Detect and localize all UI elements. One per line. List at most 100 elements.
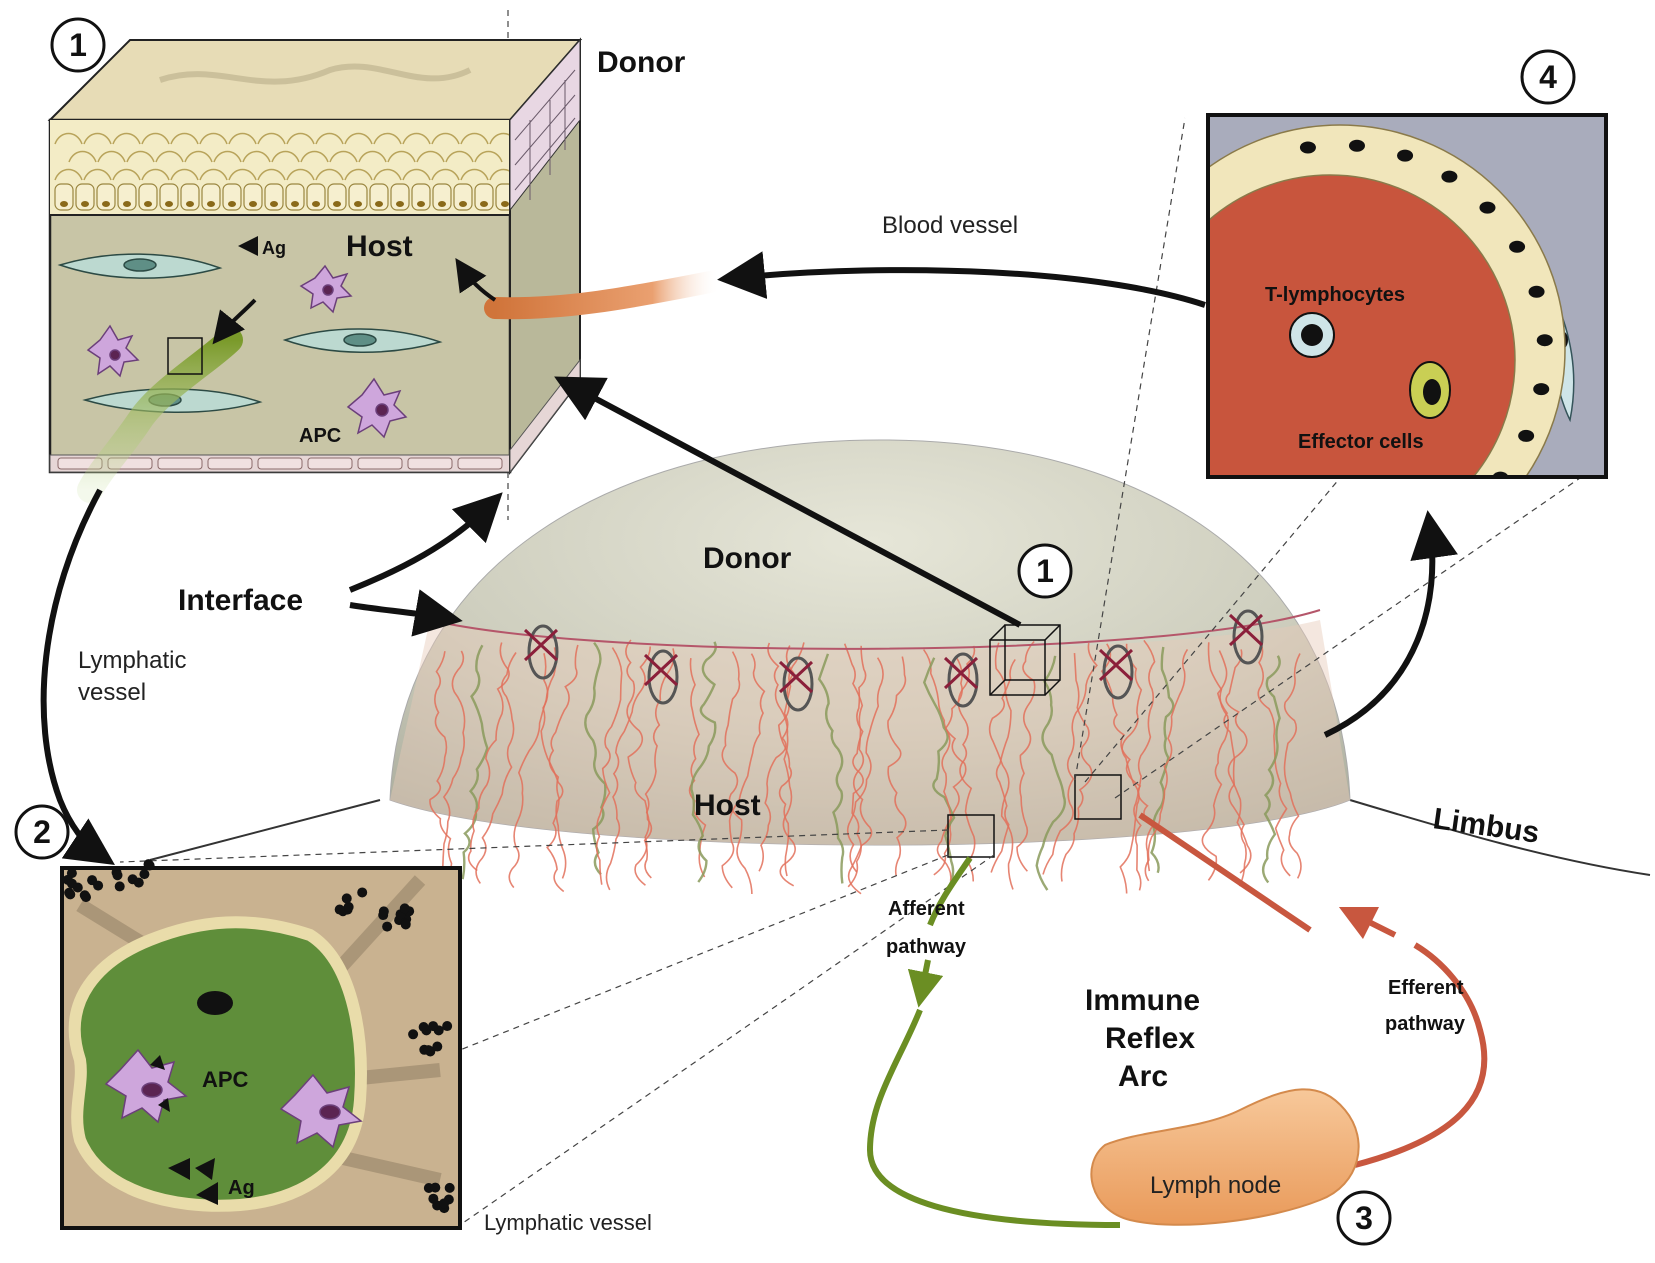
panel4-endothelial-nuclei <box>1299 139 1553 477</box>
endothelial-nucleus <box>1348 139 1365 152</box>
blood-vessel <box>634 648 675 886</box>
epithelial-cell <box>387 150 416 163</box>
endothelial-cell <box>457 457 503 470</box>
blood-vessel <box>758 642 805 872</box>
epithelial-cell <box>286 132 315 145</box>
lymphocyte <box>428 1021 439 1032</box>
lymphocyte <box>139 869 150 880</box>
lymphocyte <box>439 1198 450 1209</box>
badge-panel-2: 2 <box>14 804 70 860</box>
epithelial-cell <box>155 150 184 163</box>
epithelial-cell <box>68 150 97 163</box>
dome-host-label: Host <box>694 789 761 822</box>
lymphatic-vessel-label-2: vessel <box>78 679 146 706</box>
epithelial-cell <box>112 132 141 145</box>
lymphocyte <box>432 1041 443 1052</box>
endothelial-nucleus <box>1509 240 1526 253</box>
flow-arrows <box>40 251 1458 865</box>
panel4-t-lymphocytes-label: T-lymphocytes <box>1265 284 1405 306</box>
lymphatic-vessel-label-1: Lymphatic <box>78 647 187 674</box>
panel2-apc-cells <box>104 1048 363 1149</box>
epithelial-cell <box>112 168 141 181</box>
basal-nucleus <box>186 201 194 207</box>
epithelial-cell <box>329 150 358 163</box>
endothelial-cell <box>157 457 203 470</box>
basal-nucleus <box>354 201 362 207</box>
suture-knot <box>943 656 979 690</box>
endothelial-cell <box>207 457 253 470</box>
basal-cell <box>201 183 221 211</box>
basal-cell <box>369 183 389 211</box>
basal-nucleus <box>501 201 509 207</box>
basal-cell <box>432 183 452 211</box>
afferent-pathway <box>927 856 973 927</box>
panel2-apc-label: APC <box>202 1067 249 1092</box>
epithelial-cell <box>445 150 474 163</box>
blood-vessel <box>721 651 753 894</box>
blood-vessel <box>990 642 1012 873</box>
suture-knot <box>1098 648 1134 682</box>
lymphocyte <box>93 880 104 891</box>
badge-panel-4: 4 <box>1520 49 1576 105</box>
lymphocyte <box>334 904 345 915</box>
lymphocyte <box>378 906 389 917</box>
basal-cell <box>453 183 473 211</box>
endothelial-cell <box>357 457 403 470</box>
lymph-vessel <box>817 653 845 884</box>
basal-nucleus <box>228 201 236 207</box>
blood-vessel <box>429 651 453 892</box>
lymphocyte <box>341 893 352 904</box>
panel1-epithelium-cells <box>54 132 518 211</box>
panel4-effector-cells-label: Effector cells <box>1298 431 1424 453</box>
lymph-vessel <box>1035 655 1066 891</box>
basal-nucleus <box>375 201 383 207</box>
basal-nucleus <box>459 201 467 207</box>
basal-cell <box>54 183 74 211</box>
lymphocyte <box>382 921 393 932</box>
epithelial-cell <box>315 168 344 181</box>
epithelial-cell <box>257 132 286 145</box>
sutures <box>523 609 1264 712</box>
panel-1-tissue-block: Donor Host Ag APC <box>47 37 731 503</box>
epithelial-cell <box>373 132 402 145</box>
basal-cell <box>117 183 137 211</box>
blood-vessel <box>1042 642 1098 875</box>
cornea-dome <box>149 439 1651 895</box>
panel1-ag-label: Ag <box>262 238 286 258</box>
epithelial-cell <box>54 132 83 145</box>
blood-vessel <box>1060 653 1093 882</box>
basal-nucleus <box>60 201 68 207</box>
panel2-lymphocyte-clusters <box>62 859 455 1214</box>
endothelial-nucleus <box>1299 141 1316 154</box>
endothelial-cell <box>407 457 453 470</box>
blood-vessel <box>546 644 579 893</box>
badge-panel-3: 3 <box>1336 1190 1392 1246</box>
blood-vessel <box>1144 648 1189 882</box>
epithelial-cell <box>228 132 257 145</box>
epithelial-cell <box>344 132 373 145</box>
lymphocyte <box>430 1182 441 1193</box>
epithelial-cell <box>242 150 271 163</box>
svg-text:2: 2 <box>33 814 51 850</box>
epithelial-cell <box>402 132 431 145</box>
suture-knot <box>643 653 679 687</box>
interface-to-panel1-arrow <box>348 492 503 593</box>
blood-vessel <box>777 645 795 877</box>
lymphocyte <box>79 890 90 901</box>
lymphocyte <box>423 1045 434 1056</box>
epithelial-cell <box>286 168 315 181</box>
epithelial-cell <box>141 132 170 145</box>
afferent-label-2: pathway <box>886 936 967 958</box>
panel1-apc-label: APC <box>299 425 341 447</box>
epithelial-cell <box>416 150 445 163</box>
blood-vessel <box>605 646 652 891</box>
basal-nucleus <box>396 201 404 207</box>
blood-vessel <box>1216 650 1247 887</box>
epithelial-cell <box>83 168 112 181</box>
basal-cell <box>285 183 305 211</box>
dome-sample-box-lymph <box>947 814 995 858</box>
basal-nucleus <box>480 201 488 207</box>
endothelial-cell <box>257 457 303 470</box>
lymphocyte <box>343 901 354 912</box>
